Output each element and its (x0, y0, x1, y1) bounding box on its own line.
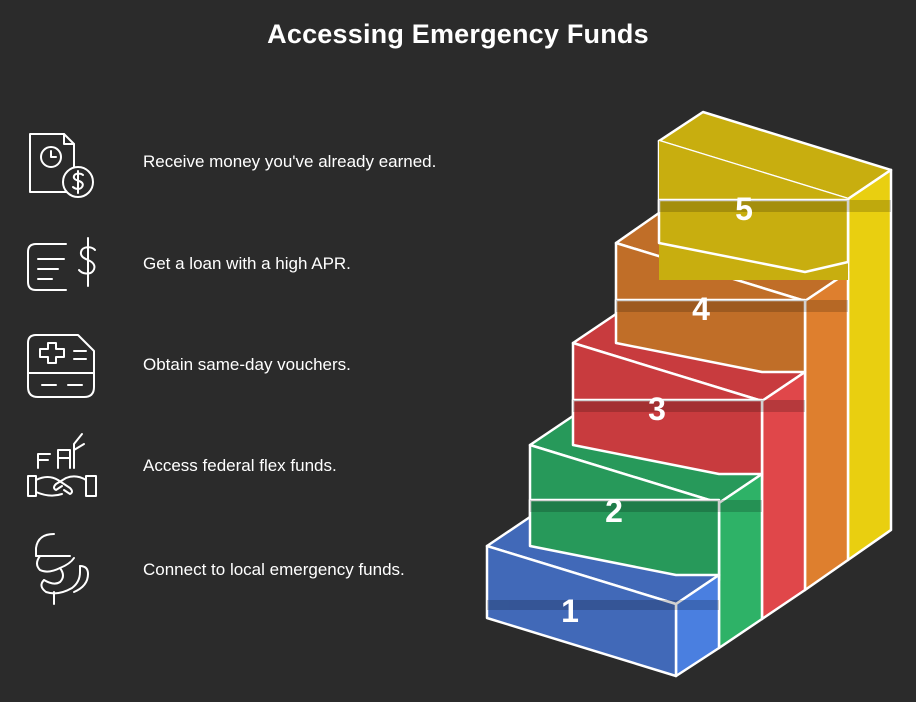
step-label: Connect to local emergency funds. (143, 560, 405, 579)
stair-step-2-riser-lower (528, 498, 721, 577)
step-row-1: Connect to local emergency funds. (20, 530, 460, 614)
step-row-4: Get a loan with a high APR. (20, 224, 460, 308)
page-title: Accessing Emergency Funds (267, 19, 649, 49)
stair-step-5-side (846, 168, 893, 562)
step-row-3: Obtain same-day vouchers. (20, 325, 460, 409)
step-label: Access federal flex funds. (143, 456, 337, 475)
stair-step-4-riser-lower (614, 298, 807, 374)
step-row-2: Access federal flex funds. (20, 426, 460, 510)
step-number-4: 4 (692, 291, 710, 327)
step-number-1: 1 (561, 593, 579, 629)
step-number-3: 3 (648, 391, 666, 427)
loan-dollar-icon (20, 224, 104, 308)
local-hand-icon (20, 530, 104, 614)
step-label: Obtain same-day vouchers. (143, 355, 351, 374)
stair-step-3-riser-lower (571, 398, 764, 476)
stair-step-4-side (803, 270, 850, 592)
step-number-5: 5 (735, 191, 753, 227)
stair-step-5-riser-lower (657, 198, 850, 274)
step-label: Get a loan with a high APR. (143, 254, 351, 273)
clock-dollar-document-icon (20, 122, 104, 206)
step-number-2: 2 (605, 493, 623, 529)
stair-step-1-front (485, 544, 678, 678)
step-label: Receive money you've already earned. (143, 152, 437, 171)
step-row-5: Receive money you've already earned. (20, 122, 460, 206)
voucher-card-icon (20, 325, 104, 409)
federal-handshake-icon (20, 426, 104, 510)
